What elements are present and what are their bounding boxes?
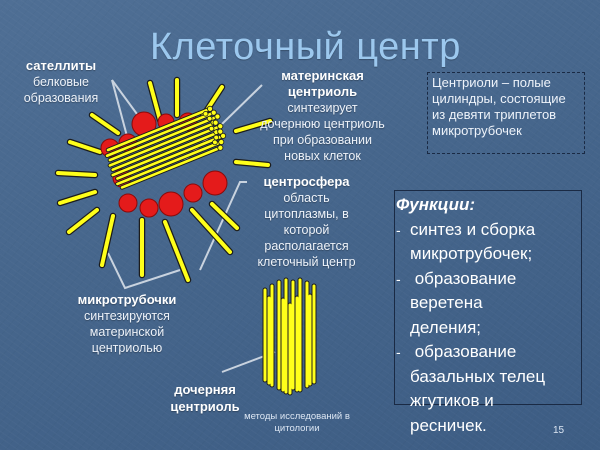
definition-box: Центриоли – полые цилиндры, состоящие из… <box>427 72 585 154</box>
radiating-microtubules <box>54 76 274 284</box>
slide-title: Клеточный центр <box>150 26 461 68</box>
label-satellites: сателлиты белковые образования <box>23 58 99 105</box>
function-item: -синтез и сборка <box>396 219 536 239</box>
daughter-centriole <box>262 277 317 396</box>
page-number: 15 <box>553 425 565 436</box>
label-centrosphere: центросфера область цитоплазмы, в которо… <box>257 174 356 269</box>
label-daughter-centriole: дочерняя центриоль <box>170 382 240 414</box>
function-item: - образование <box>396 342 517 361</box>
functions-heading: Функции: <box>396 195 476 214</box>
label-microtubules: микротрубочки синтезируются материнской … <box>77 292 177 355</box>
mother-centriole <box>104 105 227 190</box>
functions-box-frame <box>394 190 582 405</box>
slide-footer: методы исследований в цитологии <box>244 411 350 434</box>
functions-list: Функции: -синтез и сборка микротрубочек;… <box>396 195 546 435</box>
function-item: - образование <box>396 268 517 288</box>
label-mother-centriole: материнская центриоль синтезирует дочерн… <box>260 68 385 163</box>
